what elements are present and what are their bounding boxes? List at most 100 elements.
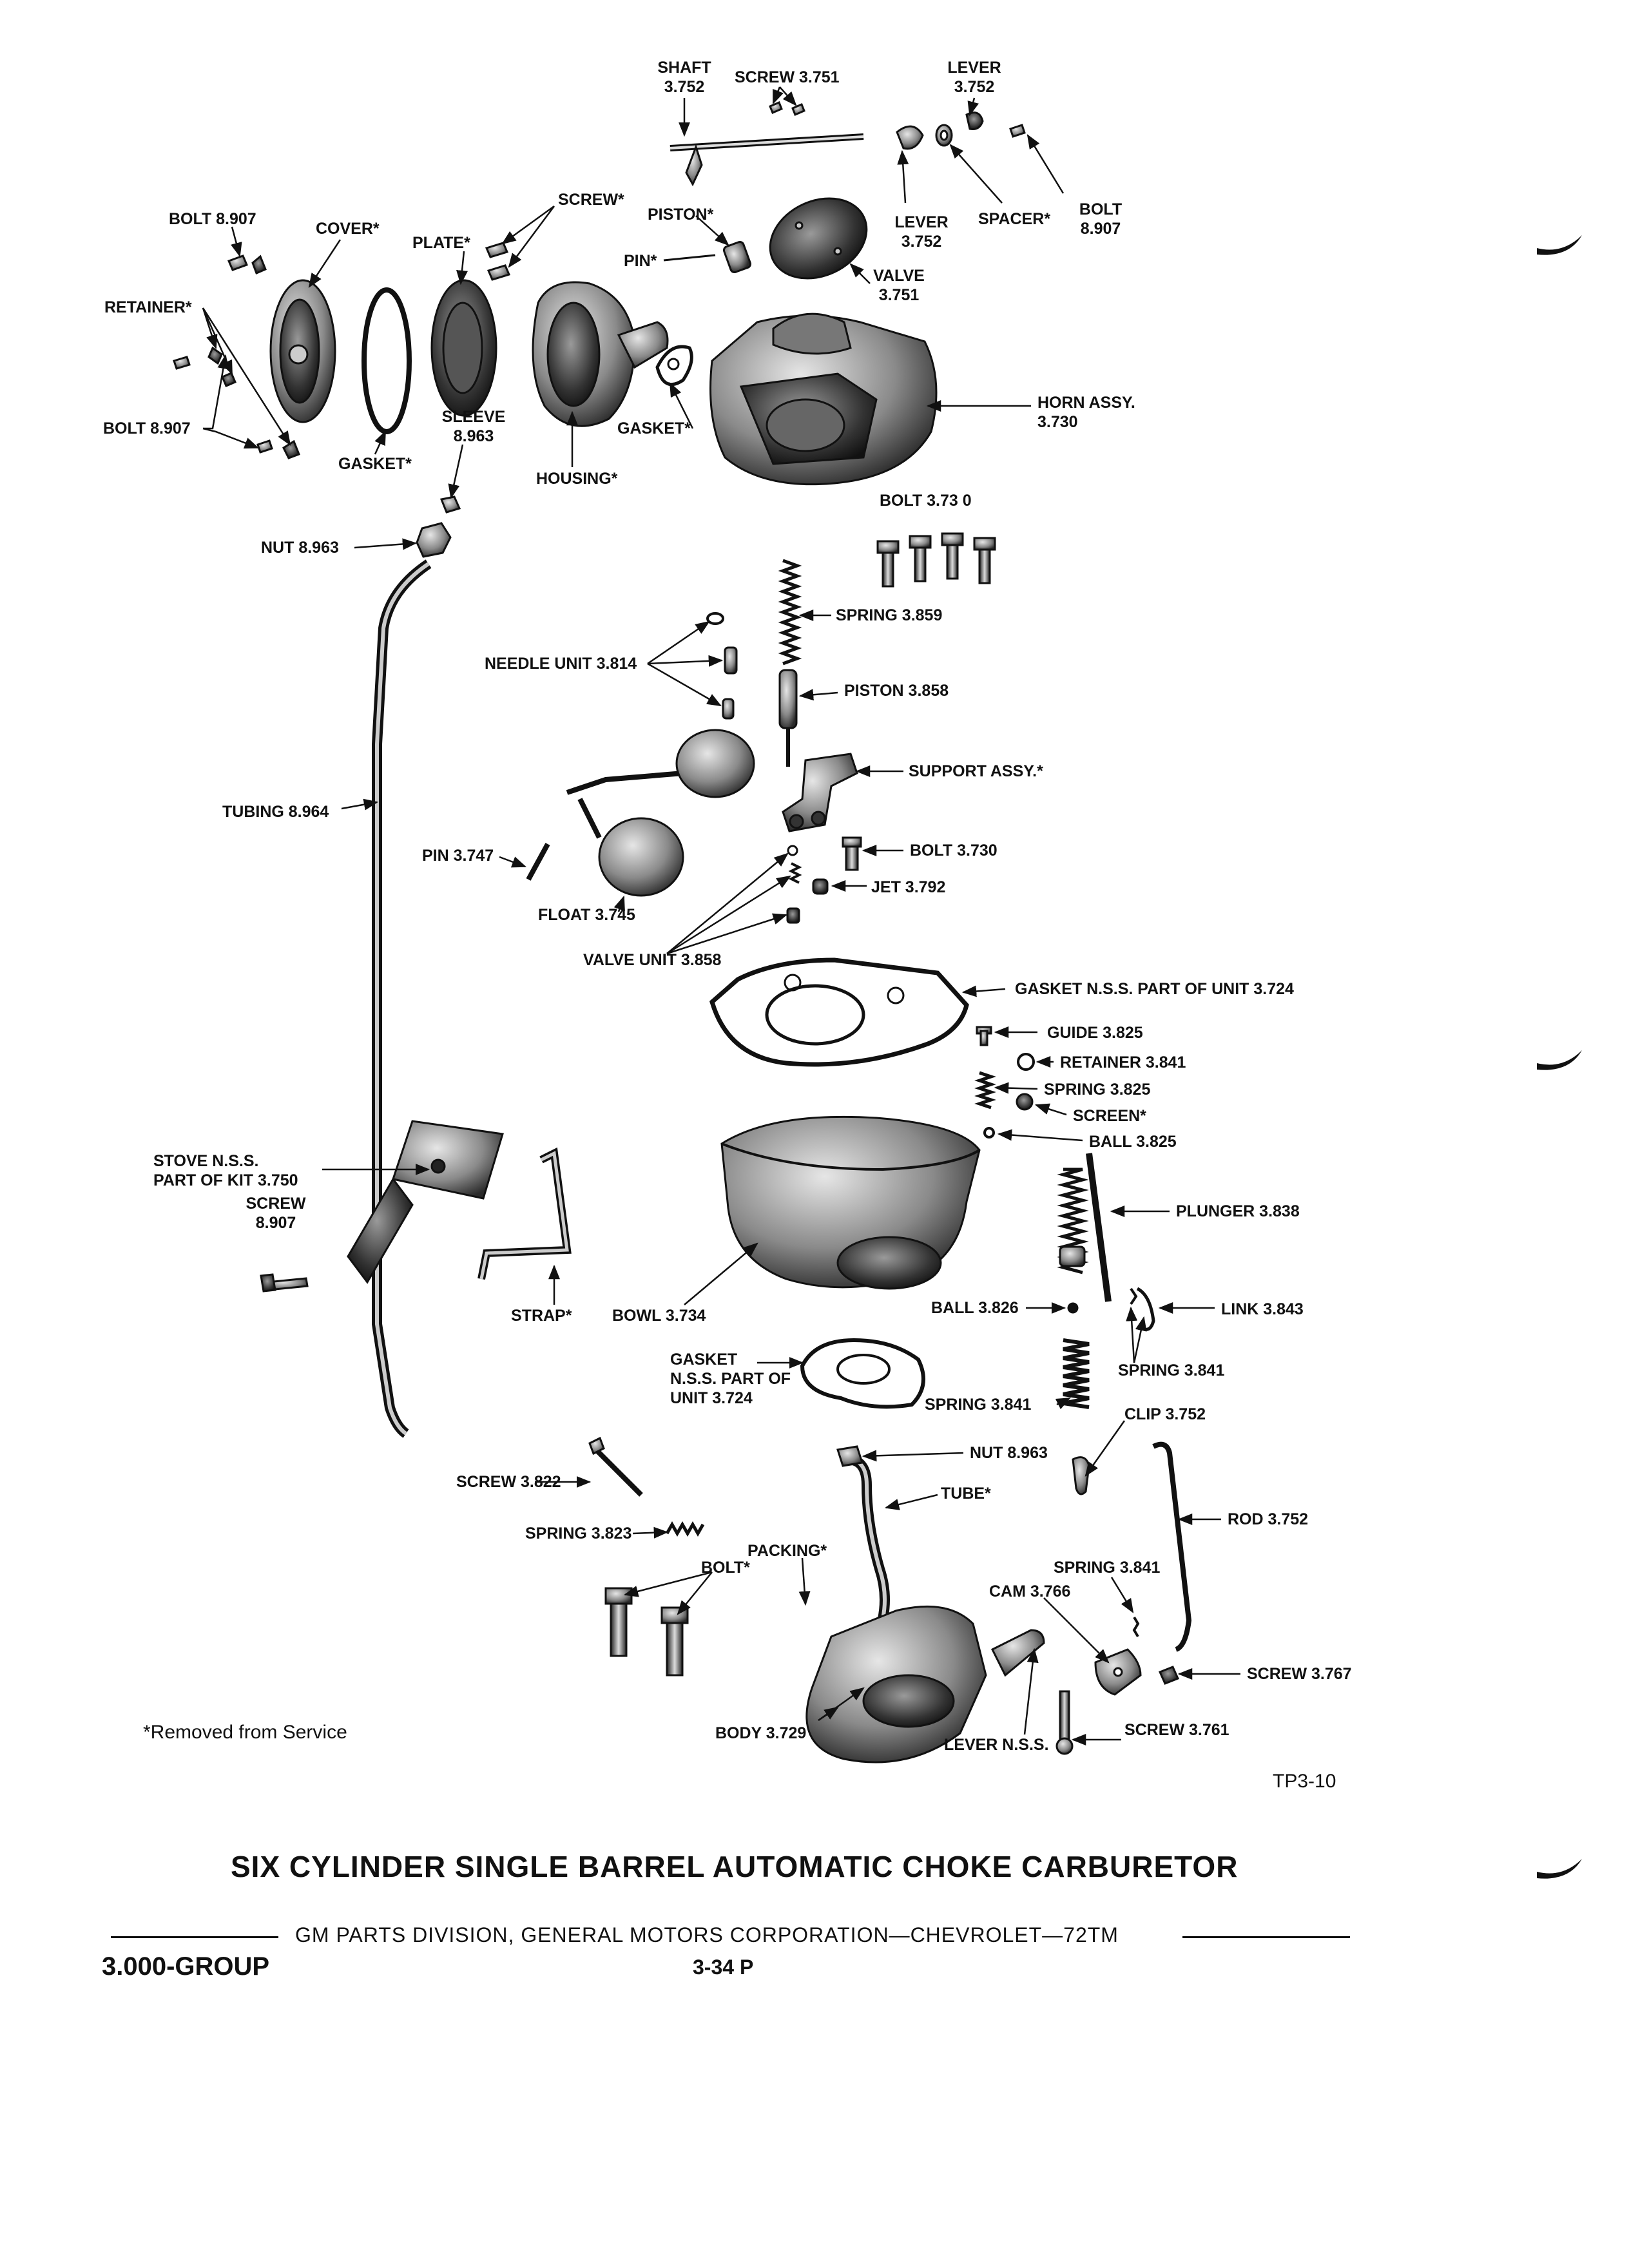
label-spring-3841-center: SPRING 3.841 [925, 1396, 1032, 1414]
lever-top-part [896, 125, 924, 150]
guide-part [976, 1026, 992, 1046]
label-body: BODY 3.729 [715, 1724, 807, 1742]
plunger-part [1057, 1153, 1112, 1302]
label-gasket-ring: GASKET* [338, 455, 412, 473]
footer-division: GM PARTS DIVISION, GENERAL MOTORS CORPOR… [295, 1923, 1119, 1946]
label-plunger: PLUNGER 3.838 [1176, 1202, 1300, 1220]
label-screw-3751-top: SCREW 3.751 [735, 68, 840, 86]
rod-part [1152, 1441, 1192, 1652]
gasket-small-part [655, 345, 693, 387]
tubing-part [372, 559, 432, 1438]
spacer-part [935, 124, 953, 147]
screen-part [1016, 1093, 1034, 1111]
label-bowl: BOWL 3.734 [612, 1307, 706, 1325]
horn-assembly-part [709, 312, 938, 486]
label-piston-star: PISTON* [648, 206, 714, 224]
label-guide: GUIDE 3.825 [1047, 1024, 1143, 1042]
nut-8963-part [416, 522, 452, 558]
label-tubing: TUBING 8.964 [222, 803, 329, 821]
lever-small-part [965, 111, 984, 130]
spring-3841-bottom-part [1132, 1616, 1140, 1638]
page-title: SIX CYLINDER SINGLE BARREL AUTOMATIC CHO… [231, 1850, 1239, 1883]
label-tube: TUBE* [941, 1485, 991, 1503]
bolts-3730-part [876, 532, 996, 588]
spring-3825-part [974, 1071, 996, 1110]
label-screw-3761: SCREW 3.761 [1124, 1721, 1229, 1739]
screw-3822-part [588, 1436, 643, 1497]
valve-unit-part [786, 845, 802, 924]
gasket-nss-top-part [709, 957, 969, 1067]
label-horn-assembly: HORN ASSY.3.730 [1037, 394, 1135, 431]
bolt-top-right-part [1009, 124, 1026, 138]
label-ball-3826: BALL 3.826 [931, 1299, 1019, 1317]
label-cam: CAM 3.766 [989, 1582, 1071, 1600]
label-rod: ROD 3.752 [1228, 1510, 1309, 1528]
label-bolt-8907-ml: BOLT 8.907 [103, 419, 191, 437]
label-housing: HOUSING* [536, 470, 618, 488]
bolt-3730-mid-part [842, 836, 862, 871]
housing-part [532, 281, 669, 427]
label-nut-8963-bottom: NUT 8.963 [970, 1444, 1048, 1462]
spring-3823-part [665, 1521, 705, 1537]
gasket-ring-part [361, 287, 412, 434]
label-piston-3858: PISTON 3.858 [844, 682, 949, 700]
bolt-star-part [604, 1587, 689, 1677]
piston-3858-part [778, 669, 798, 767]
jet-part [812, 878, 829, 895]
label-cover: COVER* [316, 220, 380, 238]
label-spring-3825: SPRING 3.825 [1044, 1081, 1151, 1099]
label-gasket-nss-top: GASKET N.S.S. PART OF UNIT 3.724 [1015, 980, 1294, 998]
retainer-3841-part [1017, 1053, 1035, 1071]
cover-part [269, 279, 336, 423]
figure-code: TP3-10 [1273, 1771, 1336, 1792]
label-pin-star: PIN* [624, 252, 657, 270]
label-stove: STOVE N.S.S.PART OF KIT 3.750 [153, 1152, 298, 1189]
footnote: *Removed from Service [143, 1722, 347, 1743]
label-screw-3822: SCREW 3.822 [456, 1473, 561, 1491]
page-number: 3-34 P [693, 1956, 754, 1979]
screw-8907-part [260, 1273, 309, 1293]
label-valve-unit: VALVE UNIT 3.858 [583, 951, 722, 969]
stove-part [347, 1120, 504, 1284]
needle-unit-part [706, 612, 738, 720]
support-assembly-part [782, 753, 858, 832]
spring-3859-part [778, 559, 802, 666]
label-packing: PACKING* [747, 1542, 827, 1560]
label-bolt-star: BOLT* [701, 1559, 750, 1577]
label-screw-3767: SCREW 3.767 [1247, 1665, 1352, 1683]
piston-small-part [722, 240, 752, 274]
label-retainer: RETAINER* [104, 298, 192, 316]
label-nut-8963-top: NUT 8.963 [261, 539, 339, 557]
label-spring-3859: SPRING 3.859 [836, 606, 943, 624]
spring-3841-center-part [1063, 1338, 1090, 1409]
label-spring-3823: SPRING 3.823 [525, 1524, 632, 1542]
gasket-bottom-part [800, 1338, 925, 1409]
plate-part [430, 279, 497, 417]
screw-star-part [485, 242, 511, 281]
screw-3761-part [1055, 1690, 1074, 1755]
ball-3826-part [1067, 1302, 1079, 1314]
screw-3751-part [769, 101, 805, 116]
sleeve-part [439, 495, 461, 514]
float-part [566, 729, 755, 897]
label-jet: JET 3.792 [871, 878, 946, 896]
body-part [805, 1605, 1045, 1763]
label-strap: STRAP* [511, 1307, 572, 1325]
label-ball-3825: BALL 3.825 [1089, 1133, 1177, 1151]
label-retainer-3841: RETAINER 3.841 [1060, 1053, 1186, 1072]
label-gasket-small: GASKET* [617, 419, 691, 437]
ball-3825-part [983, 1127, 995, 1139]
label-bolt-8907-tl: BOLT 8.907 [169, 210, 256, 228]
label-clip: CLIP 3.752 [1124, 1405, 1206, 1423]
label-needle-unit: NEEDLE UNIT 3.814 [485, 655, 637, 673]
footer-rule-left [111, 1936, 278, 1938]
strap-part [477, 1147, 572, 1280]
label-lever-nss: LEVER N.S.S. [944, 1736, 1049, 1754]
